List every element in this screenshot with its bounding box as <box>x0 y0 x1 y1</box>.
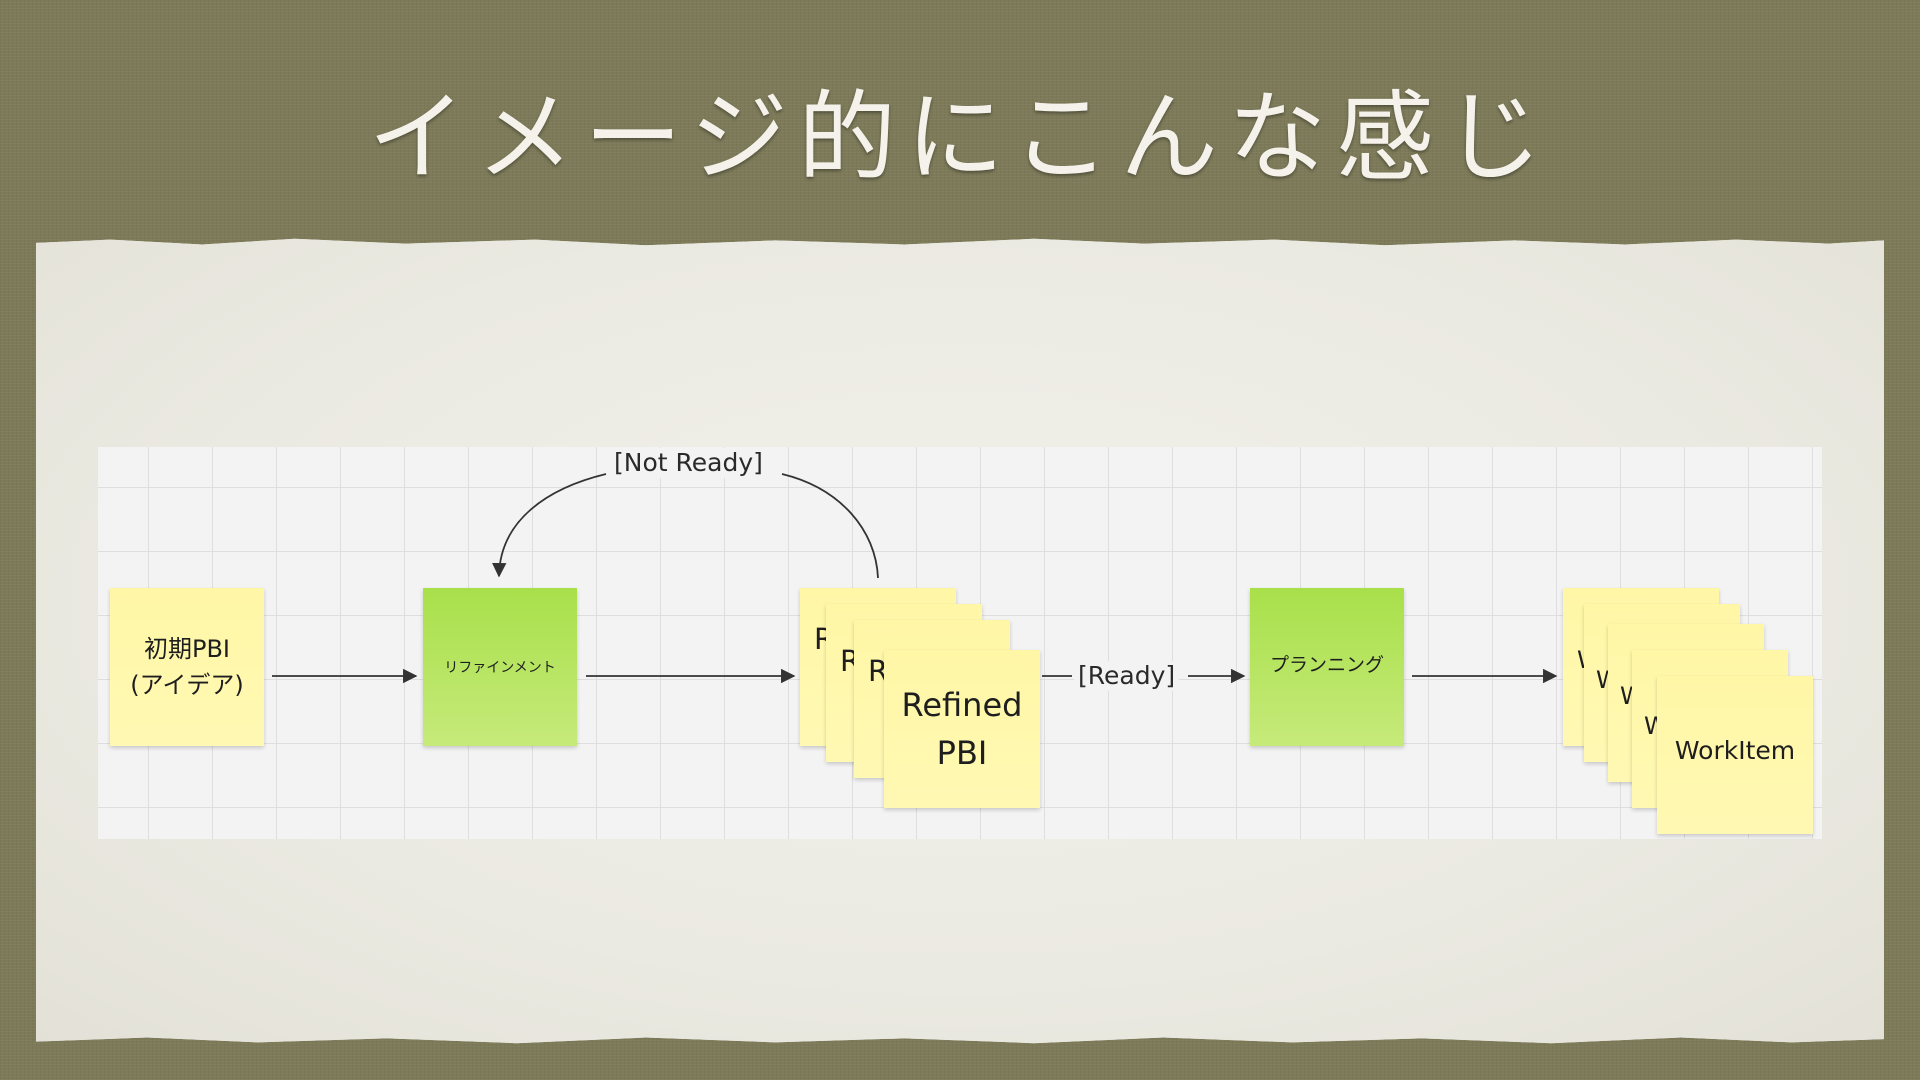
sticky-refinement-label: リファインメント <box>444 660 556 676</box>
sticky-refinement[interactable]: リファインメント <box>423 588 577 746</box>
arrow-not-ready-loop-right <box>781 473 879 579</box>
sticky-workitem-label: WorkItem <box>1674 736 1796 765</box>
slide-title: イメージ的にこんな感じ <box>367 81 1553 195</box>
sticky-refined-pbi-label: Refined PBI <box>901 686 1023 772</box>
edge-label-ready: [Ready] <box>1074 661 1180 691</box>
sticky-initial-pbi[interactable]: 初期PBI (アイデア) <box>110 588 264 746</box>
sticky-planning[interactable]: プランニング <box>1250 588 1404 746</box>
sticky-planning-label: プランニング <box>1269 654 1384 676</box>
sticky-initial-pbi-label: 初期PBI (アイデア) <box>130 635 244 699</box>
sticky-refined-pbi-stack-3-label: R <box>868 654 889 688</box>
edge-label-not-ready: [Not Ready] <box>610 448 767 478</box>
sticky-workitem[interactable]: WorkItem <box>1657 676 1813 834</box>
sticky-refined-pbi[interactable]: Refined PBI <box>884 650 1040 808</box>
arrow-not-ready-loop-left <box>492 473 607 578</box>
